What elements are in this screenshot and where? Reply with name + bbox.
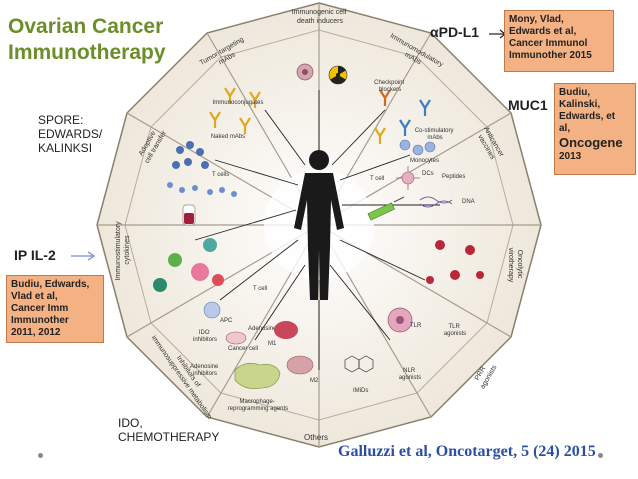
annotation-pdl1: αPD-L1 [430, 24, 480, 40]
label-m1: M1 [268, 341, 277, 347]
slide-bullet-left [38, 453, 43, 458]
dendritic-cell-icon [396, 166, 420, 190]
label-t-cells-left: T cells [212, 172, 229, 178]
blood-tube-icon [182, 204, 196, 226]
slide-title: Ovarian Cancer Immunotherapy [8, 14, 208, 66]
label-macrophage-agents: Macrophage- reprogramming agents [228, 399, 288, 412]
apc-cell-icon [203, 301, 221, 319]
annotation-ido: IDO, CHEMOTHERAPY [118, 416, 220, 444]
label-adenosine: Adenosine [248, 326, 277, 332]
label-imids: IMiDs [353, 388, 368, 394]
monocyte-icons [399, 139, 436, 156]
label-dna: DNA [462, 199, 475, 205]
macrophage-agent-icon [234, 363, 281, 389]
annotation-ip-il2: IP IL-2 [14, 247, 56, 263]
tumor-cell-icon [296, 63, 314, 81]
arrow-ip-il2-icon [71, 251, 96, 261]
radiation-icon [328, 65, 348, 85]
callout-budiu-edwards-2011: Budiu, Edwards, Vlad et al, Cancer Imm I… [6, 275, 104, 343]
label-t-cell-right: T cell [370, 176, 384, 182]
title-line-2: Immunotherapy [8, 41, 166, 64]
label-ido-inhibitors: IDO inhibitors [193, 330, 217, 343]
sector-label-oncolytic: Oncolytic virotherapy [507, 248, 523, 283]
label-tlr: TLR [410, 323, 422, 329]
label-m2: M2 [310, 378, 319, 384]
label-apc: APC [220, 318, 233, 324]
label-dcs: DCs [422, 171, 434, 177]
label-peptides: Peptides [442, 174, 465, 180]
label-nlr-agonists: NLR agonists [399, 368, 421, 381]
dna-icon [419, 196, 453, 208]
label-cancer-cell: Cancer cell [228, 346, 258, 352]
label-checkpoint-blockers: Checkpoint blockers [374, 80, 406, 93]
syringe-icon [367, 196, 405, 221]
label-t-cell-small: T cell [253, 286, 267, 292]
label-naked-mabs: Naked mAbs [211, 134, 245, 140]
sector-label-cytokines: Immunostimulatory cytokines [115, 219, 131, 280]
human-silhouette-icon [294, 150, 344, 300]
m1-macrophage-icon [274, 321, 298, 339]
annotation-spore: SPORE: EDWARDS/ KALINKSI [38, 113, 103, 155]
immunotherapy-wheel: Immunogenic cell death inducers Tumor-ta… [96, 2, 542, 448]
cytokine-icons [153, 238, 224, 292]
imid-molecule-icon [344, 355, 374, 373]
virus-icons [426, 240, 484, 284]
m2-macrophage-icon [286, 355, 314, 375]
callout-budiu-kalinski-2013: Budiu, Kalinski, Edwards, et al, Oncogen… [554, 83, 636, 175]
tlr-cell-icon [387, 307, 413, 333]
sector-label-others: Others [304, 433, 328, 442]
cancer-cell-small-icon [225, 331, 247, 345]
antibody-icons [209, 87, 431, 144]
label-tlr-agonists: TLR agonists [444, 324, 466, 337]
callout-mony-2015: Mony, Vlad, Edwards et al, Cancer Immuno… [504, 10, 614, 72]
label-costimulatory: Co-stimulatory mAbs [415, 128, 455, 141]
slide-bullet-right [598, 453, 603, 458]
citation: Galluzzi et al, Oncotarget, 5 (24) 2015 [338, 443, 596, 460]
label-immunoconjugates: Immunoconjugates [213, 100, 264, 106]
sector-label-immunogenic: Immunogenic cell death inducers [292, 9, 348, 25]
t-cells-cluster-icon [167, 141, 237, 197]
label-adenosine-inhibitors: Adenosine inhibitors [190, 364, 220, 377]
annotation-muc1: MUC1 [508, 97, 548, 113]
title-line-1: Ovarian Cancer [8, 15, 164, 38]
label-monocytes: Monocytes [410, 158, 439, 164]
